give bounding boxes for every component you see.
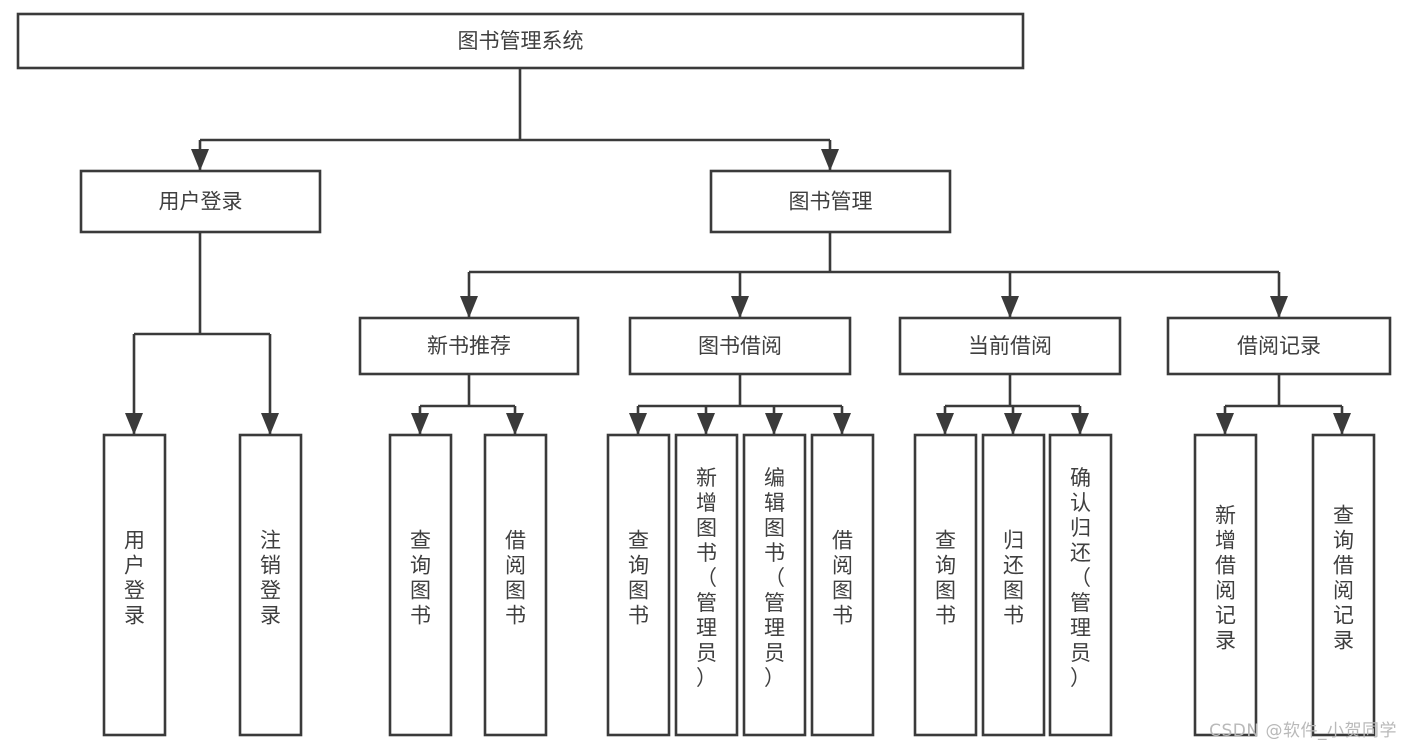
connector-arrowhead bbox=[936, 413, 954, 435]
node-leaf-borrow-book-2-box[interactable] bbox=[810, 433, 875, 737]
node-leaf-confirm-return: 确认归还（管理员） bbox=[1048, 433, 1113, 737]
node-leaf-edit-book-label: 编辑图书（管理员） bbox=[764, 466, 785, 690]
connector-arrowhead bbox=[1001, 296, 1019, 318]
node-book-borrow: 图书借阅 bbox=[628, 316, 852, 376]
node-borrow-record-label: 借阅记录 bbox=[1237, 334, 1321, 358]
node-root-box[interactable] bbox=[16, 12, 1025, 70]
node-leaf-query-book-1-box[interactable] bbox=[388, 433, 453, 737]
node-new-book-recommend-box[interactable] bbox=[358, 316, 580, 376]
node-leaf-query-record-box[interactable] bbox=[1311, 433, 1376, 737]
node-leaf-borrow-book-1-box[interactable] bbox=[483, 433, 548, 737]
connector-arrowhead bbox=[460, 296, 478, 318]
node-borrow-record-box[interactable] bbox=[1166, 316, 1392, 376]
connector-arrowhead bbox=[1071, 413, 1089, 435]
connector-arrowhead bbox=[731, 296, 749, 318]
node-leaf-user-logout: 注销登录 bbox=[238, 433, 303, 737]
node-leaf-add-record-label: 新增借阅记录 bbox=[1215, 504, 1236, 653]
node-book-borrow-box[interactable] bbox=[628, 316, 852, 376]
node-current-borrow: 当前借阅 bbox=[898, 316, 1122, 376]
node-book-manage-box[interactable] bbox=[709, 169, 952, 234]
connector-arrowhead bbox=[125, 413, 143, 435]
node-layer: 图书管理系统用户登录图书管理新书推荐图书借阅当前借阅借阅记录用户登录注销登录查询… bbox=[16, 12, 1392, 737]
node-book-manage-label: 图书管理 bbox=[789, 190, 873, 214]
node-leaf-add-book-box[interactable] bbox=[674, 433, 739, 737]
node-root-label: 图书管理系统 bbox=[458, 29, 584, 53]
node-leaf-query-record-label: 查询借阅记录 bbox=[1333, 504, 1354, 653]
node-leaf-confirm-return-label: 确认归还（管理员） bbox=[1070, 466, 1091, 690]
connector-arrowhead bbox=[629, 413, 647, 435]
node-leaf-return-book: 归还图书 bbox=[981, 433, 1046, 737]
node-user-login-label: 用户登录 bbox=[159, 190, 243, 214]
node-leaf-edit-book: 编辑图书（管理员） bbox=[742, 433, 807, 737]
node-current-borrow-label: 当前借阅 bbox=[968, 334, 1052, 358]
node-leaf-return-book-label: 归还图书 bbox=[1003, 529, 1024, 628]
node-new-book-recommend: 新书推荐 bbox=[358, 316, 580, 376]
connector-arrowhead bbox=[411, 413, 429, 435]
node-root: 图书管理系统 bbox=[16, 12, 1025, 70]
connector-arrowhead bbox=[765, 413, 783, 435]
node-leaf-user-logout-box[interactable] bbox=[238, 433, 303, 737]
node-leaf-confirm-return-box[interactable] bbox=[1048, 433, 1113, 737]
node-leaf-edit-book-box[interactable] bbox=[742, 433, 807, 737]
node-leaf-query-book-3-label: 查询图书 bbox=[935, 529, 956, 628]
connector-layer bbox=[125, 68, 1351, 435]
connector-arrowhead bbox=[191, 149, 209, 171]
node-leaf-add-book-label: 新增图书（管理员） bbox=[696, 466, 717, 690]
connector-arrowhead bbox=[1216, 413, 1234, 435]
node-leaf-borrow-book-2: 借阅图书 bbox=[810, 433, 875, 737]
connector-arrowhead bbox=[1333, 413, 1351, 435]
node-user-login-box[interactable] bbox=[79, 169, 322, 234]
node-leaf-borrow-book-1: 借阅图书 bbox=[483, 433, 548, 737]
node-book-borrow-label: 图书借阅 bbox=[698, 334, 782, 358]
node-current-borrow-box[interactable] bbox=[898, 316, 1122, 376]
node-leaf-query-record: 查询借阅记录 bbox=[1311, 433, 1376, 737]
node-borrow-record: 借阅记录 bbox=[1166, 316, 1392, 376]
node-leaf-borrow-book-1-label: 借阅图书 bbox=[505, 529, 526, 628]
node-leaf-query-book-1-label: 查询图书 bbox=[410, 529, 431, 628]
connector-arrowhead bbox=[697, 413, 715, 435]
connector-arrowhead bbox=[833, 413, 851, 435]
node-leaf-borrow-book-2-label: 借阅图书 bbox=[832, 529, 853, 628]
node-leaf-user-logout-label: 注销登录 bbox=[260, 529, 281, 628]
node-leaf-query-book-2-box[interactable] bbox=[606, 433, 671, 737]
node-user-login: 用户登录 bbox=[79, 169, 322, 234]
node-leaf-add-book: 新增图书（管理员） bbox=[674, 433, 739, 737]
connector-arrowhead bbox=[821, 149, 839, 171]
node-leaf-user-login-label: 用户登录 bbox=[124, 529, 145, 628]
node-leaf-add-record-box[interactable] bbox=[1193, 433, 1258, 737]
node-leaf-query-book-1: 查询图书 bbox=[388, 433, 453, 737]
node-leaf-add-record: 新增借阅记录 bbox=[1193, 433, 1258, 737]
connector-arrowhead bbox=[1270, 296, 1288, 318]
connector-arrowhead bbox=[261, 413, 279, 435]
csdn-watermark: CSDN @软件_小贺同学 bbox=[1209, 721, 1397, 741]
node-leaf-user-login-box[interactable] bbox=[102, 433, 167, 737]
node-book-manage: 图书管理 bbox=[709, 169, 952, 234]
node-leaf-query-book-3-box[interactable] bbox=[913, 433, 978, 737]
node-leaf-query-book-2: 查询图书 bbox=[606, 433, 671, 737]
node-leaf-query-book-2-label: 查询图书 bbox=[628, 529, 649, 628]
connector-arrowhead bbox=[1004, 413, 1022, 435]
node-leaf-return-book-box[interactable] bbox=[981, 433, 1046, 737]
node-leaf-user-login: 用户登录 bbox=[102, 433, 167, 737]
node-new-book-recommend-label: 新书推荐 bbox=[427, 334, 511, 358]
node-leaf-query-book-3: 查询图书 bbox=[913, 433, 978, 737]
connector-arrowhead bbox=[506, 413, 524, 435]
